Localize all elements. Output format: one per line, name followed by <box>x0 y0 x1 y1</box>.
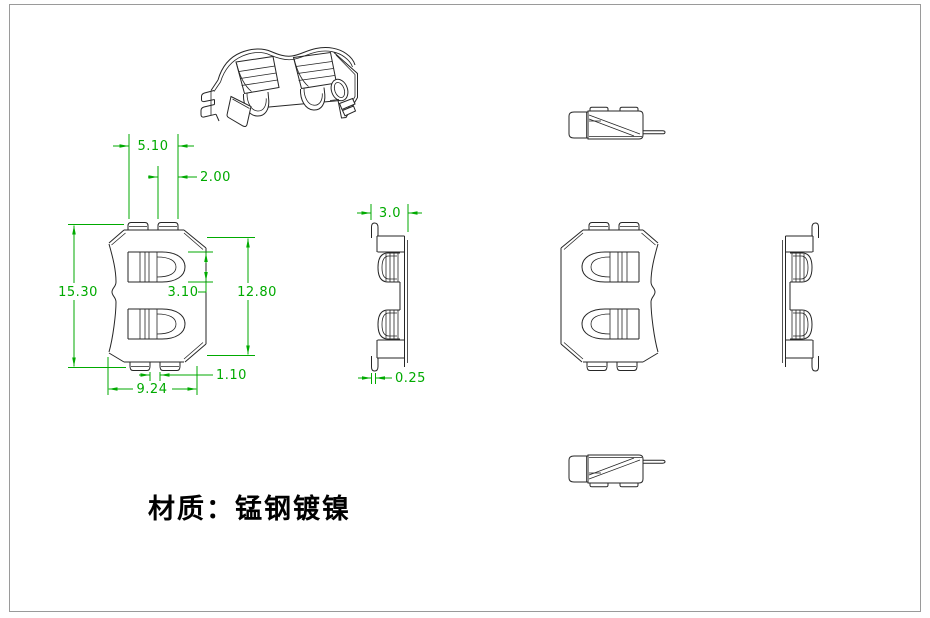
material-note: 材质：锰钢镀镍 <box>148 494 351 525</box>
dimension-slot-height: 3.10 <box>168 251 213 300</box>
dim-label-total-height: 15.30 <box>58 285 98 300</box>
dimension-depth: 3.0 <box>357 204 422 232</box>
dimension-body-width: 9.24 <box>107 357 198 397</box>
dimension-total-height: 15.30 <box>58 224 126 368</box>
bottom-view <box>568 454 666 488</box>
dimension-body-height: 12.80 <box>207 237 277 356</box>
dim-label-body-width: 9.24 <box>137 382 168 397</box>
dim-label-top-width: 5.10 <box>138 139 169 154</box>
dimension-tab-width: 2.00 <box>148 166 231 219</box>
side-view <box>371 222 408 372</box>
dimension-top-width: 5.10 <box>113 134 194 219</box>
right-side-view <box>782 222 819 372</box>
dim-label-tab-width: 2.00 <box>200 170 231 185</box>
dimension-thickness: 0.25 <box>358 371 426 386</box>
dimension-tab-gap: 1.10 <box>139 368 247 383</box>
dim-label-slot-height: 3.10 <box>168 285 199 300</box>
dim-label-depth: 3.0 <box>379 206 401 221</box>
top-view <box>568 106 666 140</box>
dim-label-tab-gap: 1.10 <box>216 368 247 383</box>
dim-label-thickness: 0.25 <box>395 371 426 386</box>
isometric-view <box>200 47 358 127</box>
back-view <box>561 223 658 371</box>
dim-label-body-height: 12.80 <box>237 285 277 300</box>
